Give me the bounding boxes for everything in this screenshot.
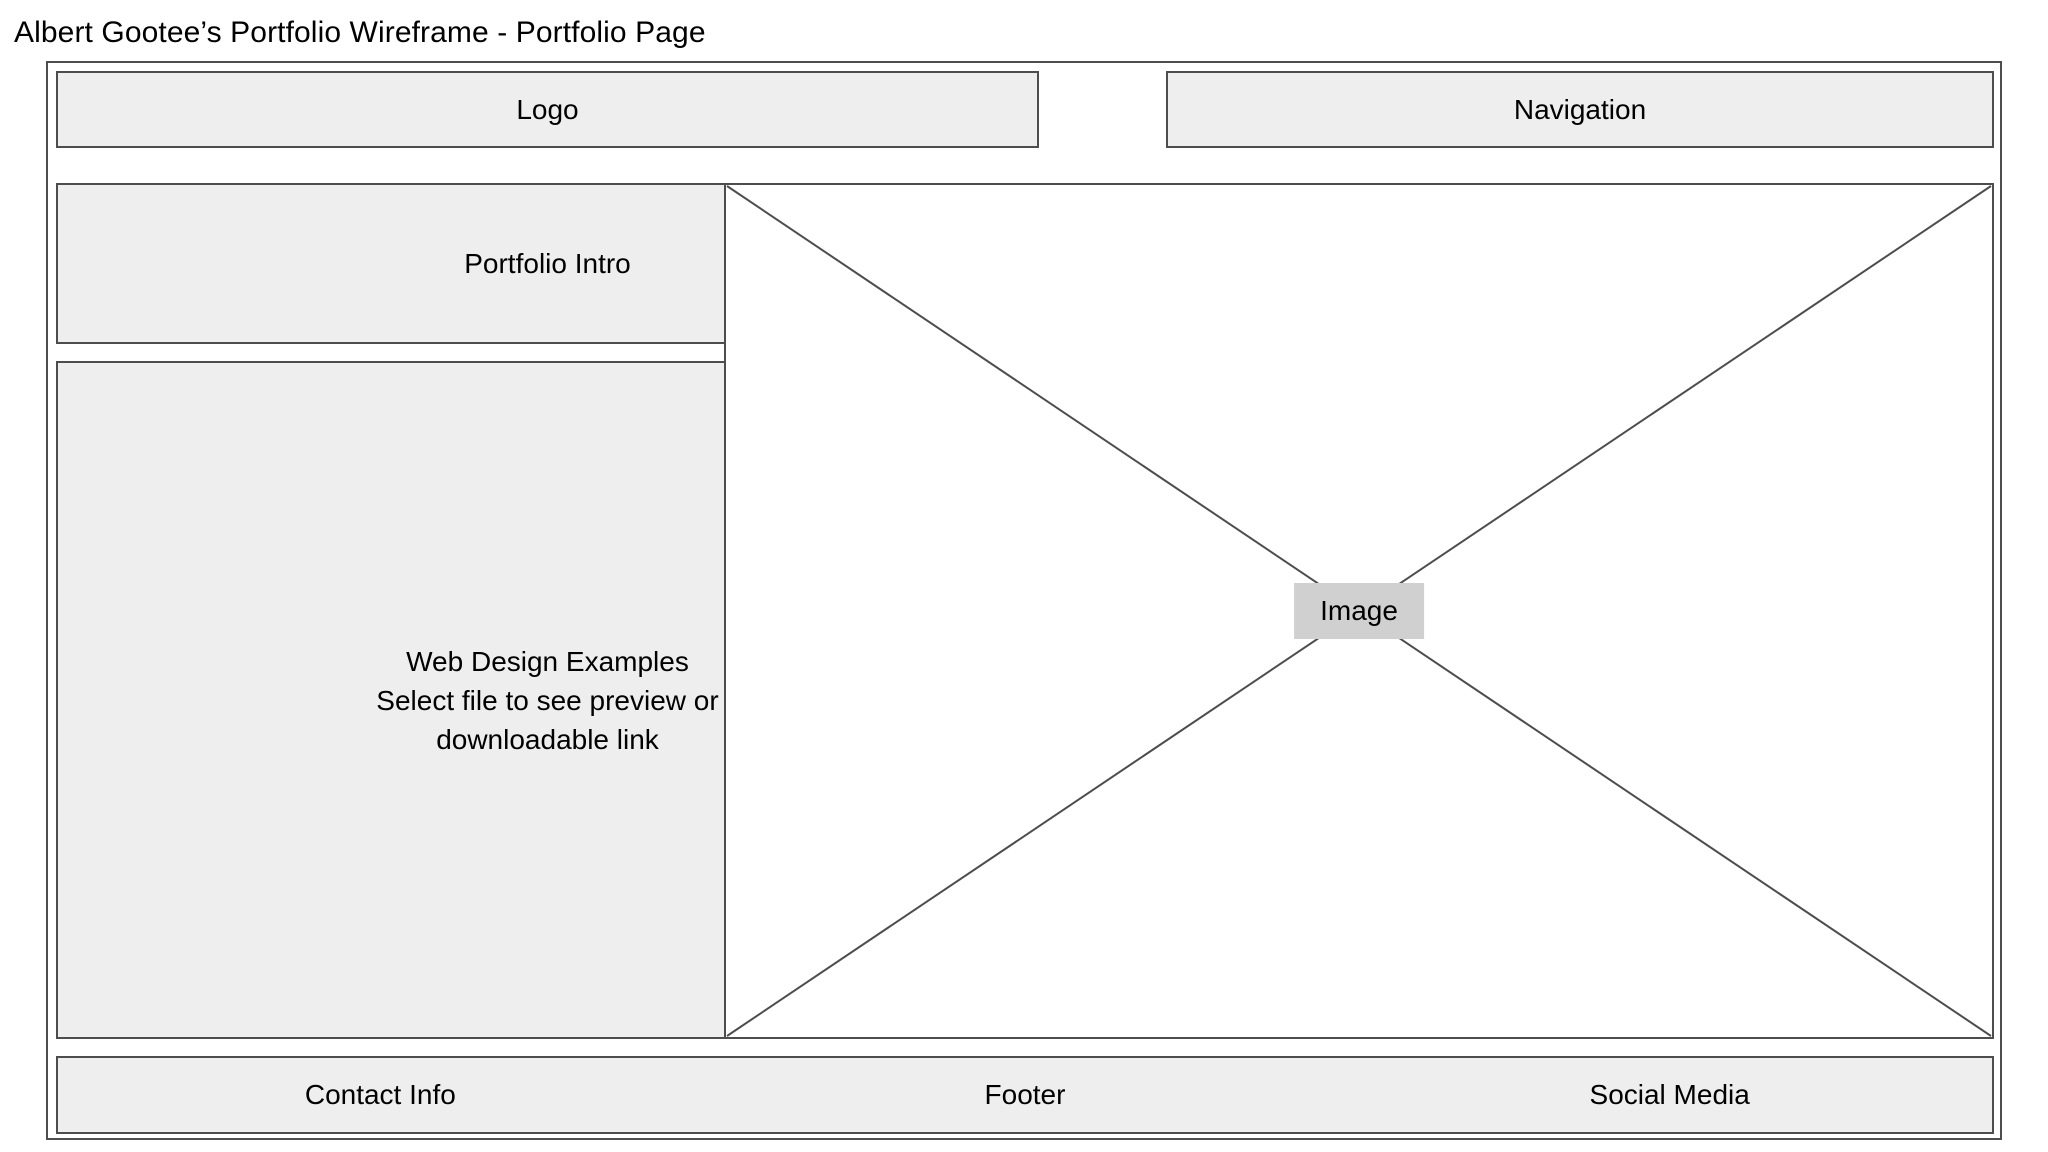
wireframe-canvas: Logo Navigation Portfolio Intro Web Desi… <box>46 61 2002 1140</box>
web-design-examples-line-1: Web Design Examples <box>406 645 689 677</box>
logo-label: Logo <box>516 93 579 125</box>
image-placeholder[interactable]: Image <box>724 183 1994 1039</box>
portfolio-intro-label: Portfolio Intro <box>464 247 631 279</box>
page-title: Albert Gootee’s Portfolio Wireframe - Po… <box>14 16 706 49</box>
footer-center-label: Footer <box>984 1079 1066 1110</box>
logo-placeholder[interactable]: Logo <box>56 71 1039 148</box>
navigation-label: Navigation <box>1513 93 1647 125</box>
footer-social-media[interactable]: Social Media <box>1589 1079 1750 1110</box>
image-label-chip: Image <box>1294 583 1424 639</box>
web-design-examples-line-2: Select file to see preview or <box>376 684 719 716</box>
footer-contact-info[interactable]: Contact Info <box>304 1079 456 1110</box>
web-design-examples-text: Web Design Examples Select file to see p… <box>376 642 718 759</box>
image-label: Image <box>1320 595 1398 626</box>
footer-placeholder[interactable]: Contact Info Footer Social Media <box>56 1056 1994 1134</box>
web-design-examples-line-3: downloadable link <box>436 723 659 755</box>
navigation-placeholder[interactable]: Navigation <box>1166 71 1994 148</box>
